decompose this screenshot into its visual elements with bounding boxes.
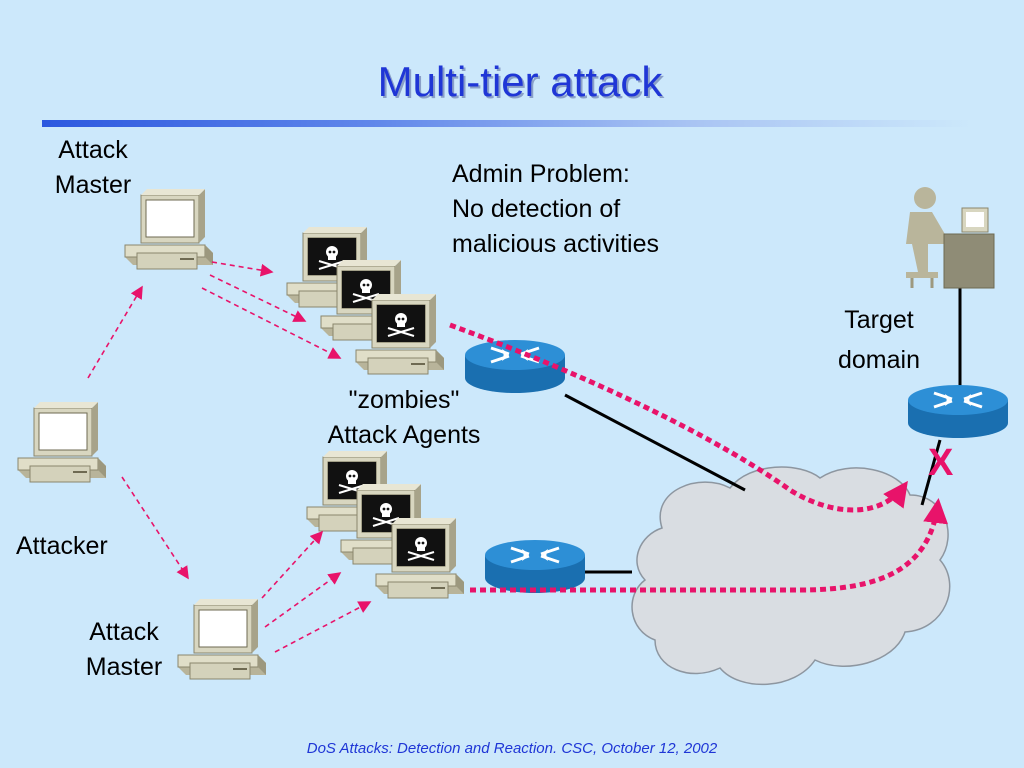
attack-traffic <box>449 322 949 593</box>
router-icon-bottom <box>483 538 587 595</box>
link-router-cloud-target <box>920 439 942 506</box>
slide-title: Multi-tier attack <box>377 58 663 105</box>
computer-icon-attack-master-bottom <box>177 598 267 680</box>
footer-text: DoS Attacks: Detection and Reaction. CSC… <box>306 740 718 757</box>
admin-person-icon <box>906 187 995 289</box>
label-attack-master-bottom: Attack Master <box>85 618 163 681</box>
label-target-domain: Target domain <box>838 306 920 374</box>
network-cloud <box>631 466 951 686</box>
blocked-x-mark: X <box>928 442 954 484</box>
link-router-cloud-top <box>564 393 746 492</box>
title-underline <box>42 120 972 127</box>
label-zombies: "zombies" Attack Agents <box>327 386 481 449</box>
command-arrows <box>87 261 372 653</box>
router-icon-target <box>906 383 1010 440</box>
label-admin-problem: Admin Problem: No detection of malicious… <box>452 160 660 258</box>
label-attack-master-top: Attack Master <box>54 136 132 199</box>
computer-icon-attacker <box>17 401 107 483</box>
label-attacker: Attacker <box>16 532 108 560</box>
